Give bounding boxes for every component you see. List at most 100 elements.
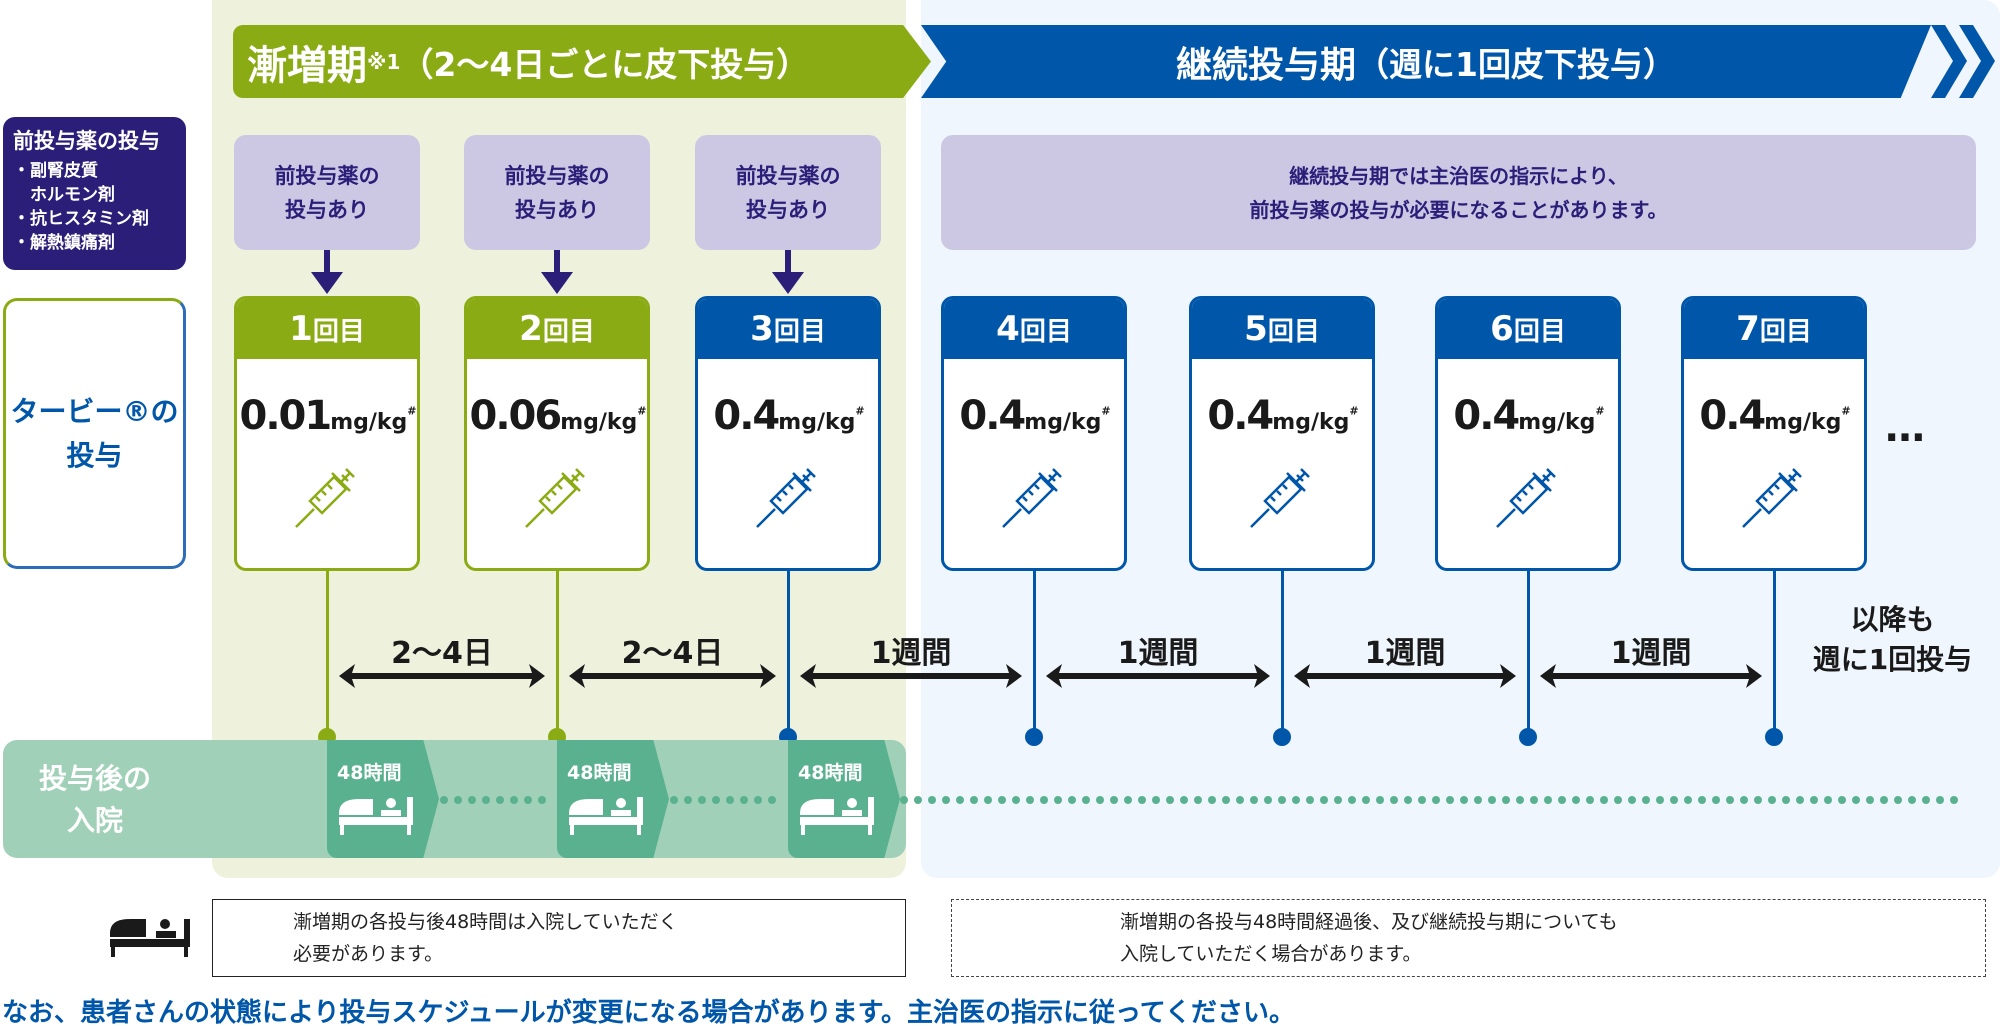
dotted-line-dot xyxy=(998,796,1006,804)
dotted-line-dot xyxy=(1726,796,1734,804)
titration-hospitalization-note: 漸増期の各投与後48時間は入院していただく 必要があります。 xyxy=(212,899,906,977)
dotted-line-dot xyxy=(1054,796,1062,804)
dotted-line-dot xyxy=(684,796,692,804)
dotted-line-dot xyxy=(914,796,922,804)
dotted-line-dot xyxy=(524,796,532,804)
dotted-line-dot xyxy=(1096,796,1104,804)
syringe-icon xyxy=(1496,468,1556,528)
dotted-line-dot xyxy=(740,796,748,804)
premedication-line: 前投与薬の投与が必要になることがあります。 xyxy=(1249,197,1668,222)
timeline-line xyxy=(555,571,559,737)
timeline-dot xyxy=(1519,728,1537,746)
dose-unit: mg/kg xyxy=(560,410,638,435)
dotted-line-dot xyxy=(1278,796,1286,804)
interval-label: 1週間 xyxy=(1364,636,1446,671)
dotted-line-dot xyxy=(1264,796,1272,804)
legend-item: ・抗ヒスタミン剤 xyxy=(13,209,149,229)
dotted-line-dot xyxy=(1768,796,1776,804)
note-line: 漸増期の各投与後48時間は入院していただく xyxy=(293,911,678,933)
double-arrow-icon xyxy=(1540,664,1762,688)
dose-number: 7 xyxy=(1736,309,1760,349)
syringe-icon xyxy=(1742,468,1802,528)
timeline-line xyxy=(1526,571,1530,737)
premedication-line: 前投与薬の xyxy=(274,163,380,188)
dotted-line-dot xyxy=(1936,796,1944,804)
double-arrow-icon xyxy=(800,664,1022,688)
dose-count-label: 回目 xyxy=(773,316,826,347)
dotted-line-dot xyxy=(1040,796,1048,804)
hospitalization-48h-tab: 48時間 xyxy=(557,740,669,858)
drug-administration-label: タービー®の 投与 xyxy=(3,298,186,569)
dotted-line-dot xyxy=(1404,796,1412,804)
drug-label-line: 投与 xyxy=(66,438,123,472)
note-line: 必要があります。 xyxy=(293,943,444,965)
dotted-line-dot xyxy=(1656,796,1664,804)
premedication-line: 前投与薬の xyxy=(735,163,841,188)
dotted-line-dot xyxy=(754,796,762,804)
timeline-line xyxy=(1772,571,1776,737)
dotted-line-dot xyxy=(1474,796,1482,804)
dotted-line-dot xyxy=(1754,796,1762,804)
dotted-line-dot xyxy=(1922,796,1930,804)
premedication-text: 前投与薬の投与あり xyxy=(736,159,841,227)
dose-value: 0.4 xyxy=(713,393,780,439)
dotted-line-dot xyxy=(1110,796,1118,804)
dose-amount: 0.06mg/kg# xyxy=(467,393,647,439)
interval-label: 2〜4日 xyxy=(391,636,493,671)
timeline-line xyxy=(786,571,790,737)
dose-amount: 0.01mg/kg# xyxy=(237,393,417,439)
dose-number: 4 xyxy=(996,309,1020,349)
timeline-line xyxy=(1032,571,1036,737)
dose-unit: mg/kg xyxy=(1024,410,1102,435)
dotted-line-dot xyxy=(956,796,964,804)
hospitalization-duration: 48時間 xyxy=(567,762,632,784)
premedication-text: 継続投与期では主治医の指示により、前投与薬の投与が必要になることがあります。 xyxy=(1250,159,1668,227)
double-arrow-icon xyxy=(339,664,545,688)
dotted-line-dot xyxy=(1740,796,1748,804)
syringe-icon xyxy=(525,468,585,528)
interval-label: 1週間 xyxy=(1117,636,1199,671)
dose-amount: 0.4mg/kg# xyxy=(1684,393,1864,439)
note-line: 漸増期の各投与48時間経過後、及び継続投与期についても xyxy=(1120,911,1618,933)
dose-number: 6 xyxy=(1490,309,1514,349)
dotted-line-dot xyxy=(1530,796,1538,804)
dotted-line-dot xyxy=(468,796,476,804)
later-line: 週に1回投与 xyxy=(1812,643,1973,676)
timeline-line xyxy=(325,571,329,737)
dotted-line-dot xyxy=(1418,796,1426,804)
dose-unit: mg/kg xyxy=(1764,410,1842,435)
dotted-line-dot xyxy=(482,796,490,804)
dotted-line-dot xyxy=(1950,796,1958,804)
dotted-line-dot xyxy=(1334,796,1342,804)
hospitalization-duration: 48時間 xyxy=(798,762,863,784)
dotted-line-dot xyxy=(1348,796,1356,804)
dose-footnote-mark: # xyxy=(407,404,416,418)
hospitalization-duration: 48時間 xyxy=(337,762,402,784)
dose-count-label: 回目 xyxy=(1513,316,1566,347)
dose-number: 5 xyxy=(1244,309,1268,349)
dotted-line-dot xyxy=(670,796,678,804)
dose-value: 0.4 xyxy=(1453,393,1520,439)
premedication-line: 投与あり xyxy=(285,197,369,222)
premedication-legend: 前投与薬の投与 ・副腎皮質 ホルモン剤 ・抗ヒスタミン剤 ・解熱鎮痛剤 xyxy=(3,117,186,270)
dotted-line-dot xyxy=(1236,796,1244,804)
dose-amount: 0.4mg/kg# xyxy=(1192,393,1372,439)
double-arrow-icon xyxy=(1294,664,1516,688)
dose-amount: 0.4mg/kg# xyxy=(944,393,1124,439)
dotted-line-dot xyxy=(1446,796,1454,804)
interval-label: 1週間 xyxy=(1610,636,1692,671)
dotted-line-dot xyxy=(1026,796,1034,804)
dotted-line-dot xyxy=(1292,796,1300,804)
dotted-line-dot xyxy=(1852,796,1860,804)
timeline-dot xyxy=(1273,728,1291,746)
premedication-line: 投与あり xyxy=(515,197,599,222)
note-line: 入院していただく場合があります。 xyxy=(1120,943,1422,965)
premedication-text: 前投与薬の投与あり xyxy=(275,159,380,227)
dotted-line-dot xyxy=(1908,796,1916,804)
dotted-line-dot xyxy=(1068,796,1076,804)
